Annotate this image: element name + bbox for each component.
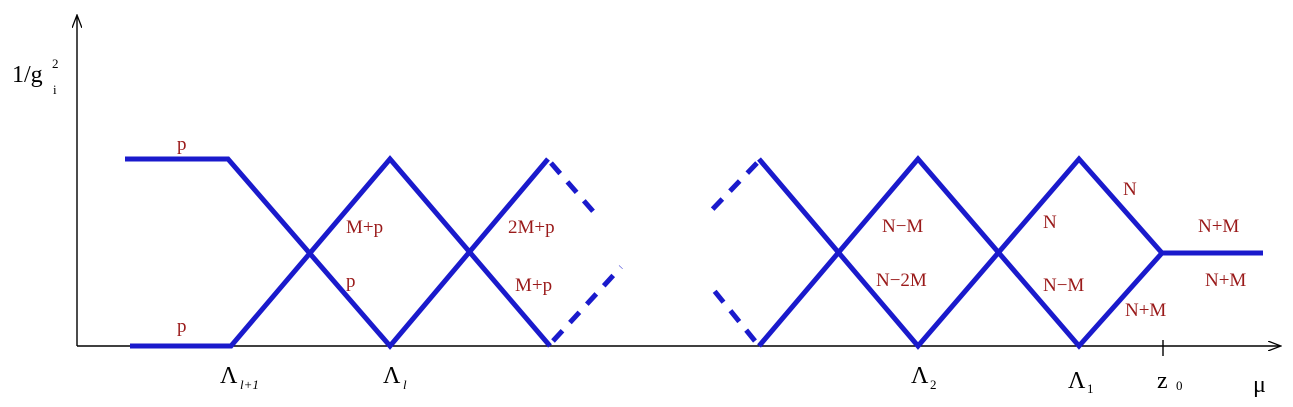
region-m-plus-p-lower: M+p — [515, 275, 552, 296]
lambda-2-label: Λ — [911, 363, 929, 389]
z0-sub: 0 — [1176, 378, 1183, 393]
dash-upper-left — [549, 161, 600, 219]
upper-flow-right — [757, 155, 1263, 350]
lambda-1-sub: 1 — [1087, 381, 1094, 396]
lambda-2-sub: 2 — [930, 377, 937, 392]
region-n-minus-m-upper: N−M — [882, 216, 923, 237]
lower-flow-right — [757, 155, 1164, 350]
region-p-bottom: p — [177, 316, 187, 337]
lambda-l-sub: l — [403, 377, 407, 392]
dash-lower-right — [710, 286, 757, 343]
z0-label: z — [1157, 368, 1168, 394]
region-m-plus-p-upper: M+p — [346, 217, 383, 238]
upper-flow-left — [125, 156, 550, 350]
y-axis-label: 1/g — [12, 62, 43, 88]
lambda-l1-sub: l+1 — [240, 377, 259, 392]
region-n-minus-m-lower: N−M — [1043, 275, 1084, 296]
region-n-plus-m-bottom: N+M — [1205, 270, 1246, 291]
y-axis-label-sub: i — [53, 82, 57, 97]
lambda-1-label: Λ — [1068, 368, 1086, 394]
region-2m-plus-p: 2M+p — [508, 217, 555, 238]
dash-upper-right — [705, 161, 759, 217]
region-n-plus-m-top: N+M — [1198, 216, 1239, 237]
region-n-minus-2m: N−2M — [876, 270, 927, 291]
x-axis-label: μ — [1253, 372, 1266, 398]
lambda-l-label: Λ — [383, 363, 401, 389]
lower-flow-left — [130, 155, 552, 349]
region-p-top: p — [177, 134, 187, 155]
lambda-l1-label: Λ — [220, 363, 238, 389]
dash-lower-left — [551, 265, 623, 343]
region-p-lower: p — [346, 271, 356, 292]
y-axis-label-sup: 2 — [52, 56, 59, 71]
region-n-outer: N — [1123, 179, 1137, 200]
region-n-inner: N — [1043, 212, 1057, 233]
region-n-plus-m-inner: N+M — [1125, 300, 1166, 321]
